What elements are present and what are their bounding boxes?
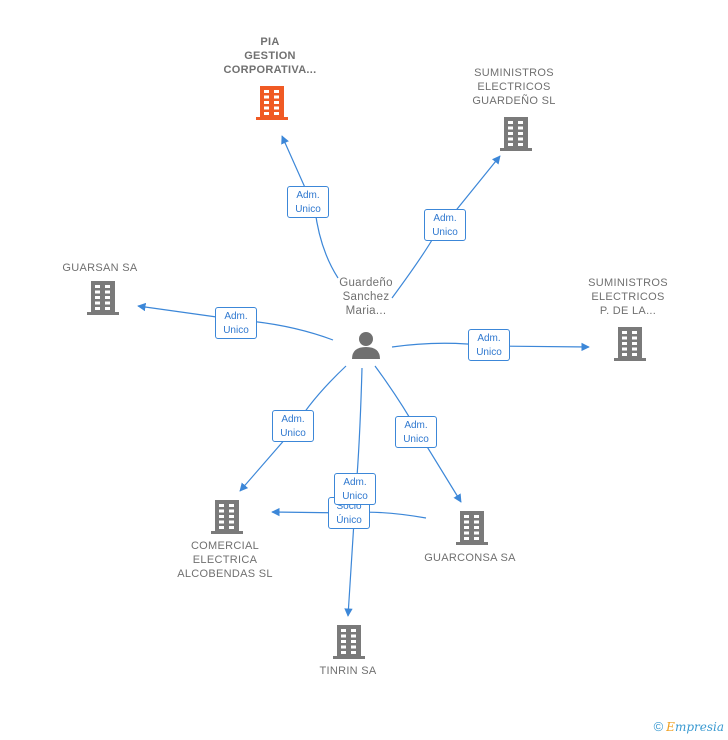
company-label-tinrin[interactable]: TINRIN SA	[298, 664, 398, 678]
building-icon-suministros-guardeno[interactable]	[500, 117, 532, 151]
building-icon-pia[interactable]	[256, 86, 288, 120]
company-label-pia[interactable]: PIA GESTION CORPORATIVA...	[200, 35, 340, 77]
relation-suministros-guardeno-line-1: Adm.	[433, 213, 457, 224]
company-label-comercial[interactable]: COMERCIAL ELECTRICA ALCOBENDAS SL	[160, 539, 290, 581]
relation-comercial-line-1: Adm.	[281, 414, 305, 425]
company-pia-line-3: CORPORATIVA...	[223, 64, 317, 76]
relation-socio-line-2: Único	[336, 515, 362, 526]
company-guarsan-line-1: GUARSAN SA	[62, 262, 138, 274]
company-suministros-guardeno-line-2: ELECTRICOS	[477, 81, 551, 93]
relation-tinrin-line-1: Adm.	[343, 477, 367, 488]
relation-box-suministros-p[interactable]: Adm. Unico	[468, 329, 510, 361]
company-pia-line-1: PIA	[260, 36, 280, 48]
relation-suministros-guardeno-line-2: Unico	[432, 227, 458, 238]
relation-guarconsa-line-2: Unico	[403, 434, 429, 445]
company-suministros-p-line-3: P. DE LA...	[599, 305, 657, 317]
company-comercial-line-3: ALCOBENDAS SL	[177, 568, 273, 580]
person-name-line-1: Guardeño	[339, 277, 393, 289]
relation-box-guarsan[interactable]: Adm. Unico	[215, 307, 257, 339]
brand-logo: Empresia	[666, 720, 724, 734]
company-label-suministros-guardeno[interactable]: SUMINISTROS ELECTRICOS GUARDEÑO SL	[444, 66, 584, 108]
relation-box-pia[interactable]: Adm. Unico	[287, 186, 329, 218]
company-comercial-line-1: COMERCIAL	[190, 540, 260, 552]
brand-first-letter: E	[666, 720, 675, 734]
copyright-icon: ©	[653, 719, 664, 734]
company-label-guarsan[interactable]: GUARSAN SA	[40, 261, 160, 275]
relation-suministros-p-line-2: Unico	[476, 347, 502, 358]
company-tinrin-line-1: TINRIN SA	[319, 665, 377, 677]
company-suministros-p-line-2: ELECTRICOS	[591, 291, 665, 303]
relation-comercial-line-2: Unico	[280, 428, 306, 439]
relation-guarsan-line-2: Unico	[223, 325, 249, 336]
relation-pia-line-2: Unico	[295, 204, 321, 215]
relation-box-comercial[interactable]: Adm. Unico	[272, 410, 314, 442]
brand-rest: mpresia	[674, 720, 724, 734]
relation-tinrin-line-2: Unico	[342, 491, 368, 502]
building-icon-guarconsa[interactable]	[456, 511, 488, 545]
relation-suministros-p-line-1: Adm.	[477, 333, 501, 344]
company-label-guarconsa[interactable]: GUARCONSA SA	[410, 551, 530, 565]
relation-box-tinrin[interactable]: Adm. Unico	[334, 473, 376, 505]
relation-socio-line-1: Socio	[336, 501, 362, 512]
person-name-line-3: Maria...	[345, 305, 387, 317]
person-label[interactable]: Guardeño Sanchez Maria...	[322, 276, 410, 318]
company-suministros-p-line-1: SUMINISTROS	[588, 277, 668, 289]
relation-box-guarconsa[interactable]: Adm. Unico	[395, 416, 437, 448]
company-suministros-guardeno-line-3: GUARDEÑO SL	[472, 95, 556, 107]
relation-pia-line-1: Adm.	[296, 190, 320, 201]
company-suministros-guardeno-line-1: SUMINISTROS	[474, 67, 554, 79]
company-guarconsa-line-1: GUARCONSA SA	[424, 552, 516, 564]
company-pia-line-2: GESTION	[244, 50, 296, 62]
building-icon-tinrin[interactable]	[333, 625, 365, 659]
building-icon-suministros-p[interactable]	[614, 327, 646, 361]
company-label-suministros-p[interactable]: SUMINISTROS ELECTRICOS P. DE LA...	[563, 276, 693, 318]
relation-guarconsa-line-1: Adm.	[404, 420, 428, 431]
relation-box-suministros-guardeno[interactable]: Adm. Unico	[424, 209, 466, 241]
building-icon-comercial[interactable]	[211, 500, 243, 534]
footer-brand: ©Empresia	[654, 719, 724, 734]
person-name-line-2: Sanchez	[342, 291, 390, 303]
company-comercial-line-2: ELECTRICA	[192, 554, 258, 566]
person-icon[interactable]	[352, 332, 380, 359]
relation-guarsan-line-1: Adm.	[224, 311, 248, 322]
building-icon-guarsan[interactable]	[87, 281, 119, 315]
